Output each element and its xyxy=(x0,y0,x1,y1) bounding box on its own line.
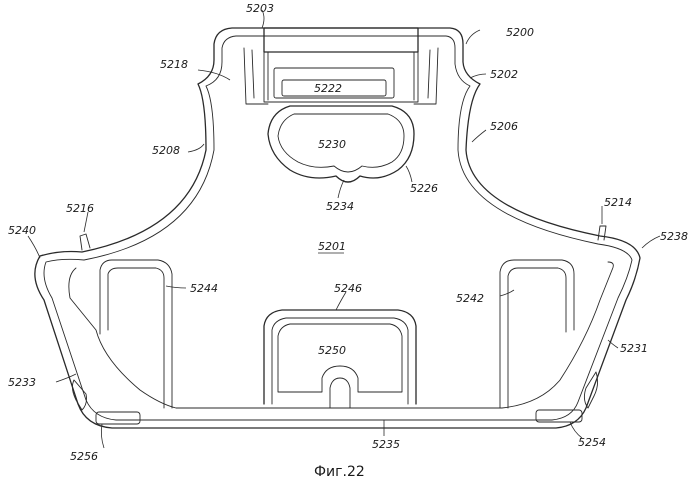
label-5218: 5218 xyxy=(160,58,188,71)
label-5222: 5222 xyxy=(314,82,342,95)
label-5208: 5208 xyxy=(152,144,180,157)
label-5244: 5244 xyxy=(190,282,218,295)
label-5246: 5246 xyxy=(334,282,362,295)
label-5254: 5254 xyxy=(578,436,606,449)
label-5216: 5216 xyxy=(66,202,94,215)
label-5203: 5203 xyxy=(246,2,274,15)
label-5201: 5201 xyxy=(318,240,346,253)
label-5234: 5234 xyxy=(326,200,354,213)
label-5231: 5231 xyxy=(620,342,648,355)
label-5240: 5240 xyxy=(8,224,36,237)
label-5200: 5200 xyxy=(506,26,534,39)
label-5233: 5233 xyxy=(8,376,36,389)
label-5202: 5202 xyxy=(490,68,518,81)
label-5242: 5242 xyxy=(456,292,484,305)
label-5214: 5214 xyxy=(604,196,632,209)
label-5226: 5226 xyxy=(410,182,438,195)
lower-pocket xyxy=(264,310,416,408)
label-5250: 5250 xyxy=(318,344,346,357)
label-5206: 5206 xyxy=(490,120,518,133)
figure-caption: Фиг.22 xyxy=(314,464,365,480)
label-5235: 5235 xyxy=(372,438,400,451)
label-5238: 5238 xyxy=(660,230,688,243)
label-5230: 5230 xyxy=(318,138,346,151)
label-5256: 5256 xyxy=(70,450,98,463)
leader-lines xyxy=(28,10,660,448)
